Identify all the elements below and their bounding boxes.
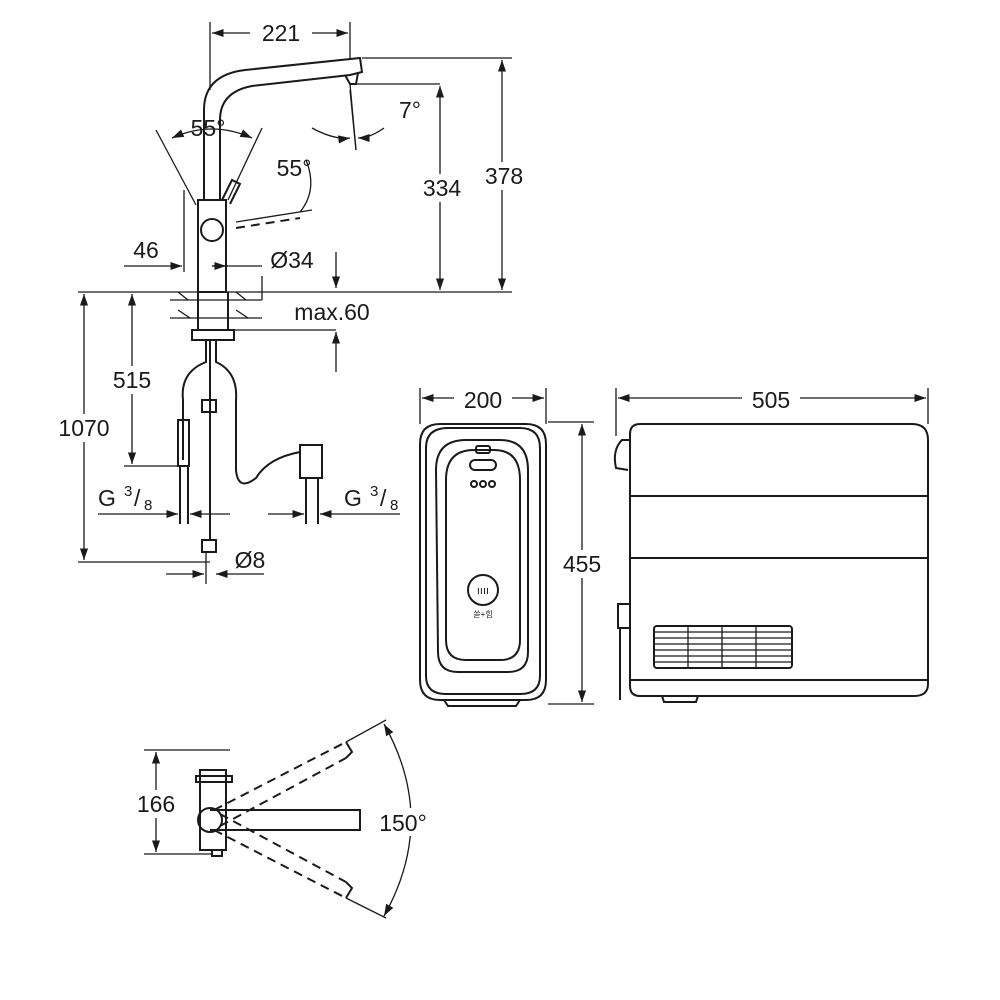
dim-hose-inner: 515 [113, 367, 151, 393]
vent-grille [653, 625, 793, 669]
dim-lever-angle-a: 55° [191, 115, 226, 141]
unit-button-label: ıııı [477, 585, 489, 597]
dim-rotation-depth: 166 [137, 791, 175, 817]
supply-hose [181, 340, 207, 460]
unit-front-view: ıııı 쏟+힘 [419, 423, 547, 707]
top-view-dimensions: 166 150° [130, 719, 436, 919]
dim-deck-max: max.60 [294, 299, 369, 325]
dim-pipe-diameter: Ø8 [235, 547, 266, 573]
dim-spout-height: 334 [423, 175, 462, 201]
dim-unit-depth: 505 [752, 387, 790, 413]
dim-spout-tilt: 7° [399, 97, 421, 123]
dim-thread-right: G [344, 485, 362, 511]
dim-total-height: 378 [485, 163, 523, 189]
dim-faucet-reach: 221 [262, 20, 300, 46]
unit-side-view [613, 423, 929, 703]
faucet-top-view [195, 741, 361, 899]
spout-top-view[interactable] [210, 809, 361, 831]
dim-thread-left-slash: / [134, 485, 141, 511]
dim-thread-right-den: 8 [390, 497, 398, 514]
unit-side-dimensions: 505 [615, 386, 929, 436]
dim-hose-total: 1070 [58, 415, 109, 441]
indicator-dot-2 [479, 480, 487, 488]
indicator-dot-3 [488, 480, 496, 488]
unit-front-dimensions: 200 455 [419, 386, 608, 705]
display-window [469, 459, 497, 471]
dim-thread-right-slash: / [380, 485, 387, 511]
faucet-body [197, 199, 227, 293]
dim-unit-height: 455 [563, 551, 601, 577]
dim-thread-left-num: 3 [124, 483, 132, 500]
dim-lever-angle-b: 55° [277, 155, 312, 181]
unit-button[interactable] [467, 574, 499, 606]
front-panel [434, 439, 529, 673]
faucet-spout [203, 56, 364, 200]
dim-rotation-angle: 150° [379, 810, 427, 836]
dim-thread-left: G [98, 485, 116, 511]
dim-thread-left-den: 8 [144, 497, 152, 514]
angle-valve [299, 444, 323, 479]
dim-unit-width: 200 [464, 387, 502, 413]
dim-body-diameter: Ø34 [270, 247, 314, 273]
faucet-dimensions: 221 7° 55° 55° 334 378 46 Ø34 [52, 18, 528, 584]
lever-hub [200, 218, 224, 242]
dim-body-offset: 46 [133, 237, 159, 263]
countertop-section [170, 291, 262, 319]
unit-button-caption: 쏟+힘 [473, 609, 492, 619]
dim-thread-right-num: 3 [370, 483, 378, 500]
indicator-dot-1 [470, 480, 478, 488]
